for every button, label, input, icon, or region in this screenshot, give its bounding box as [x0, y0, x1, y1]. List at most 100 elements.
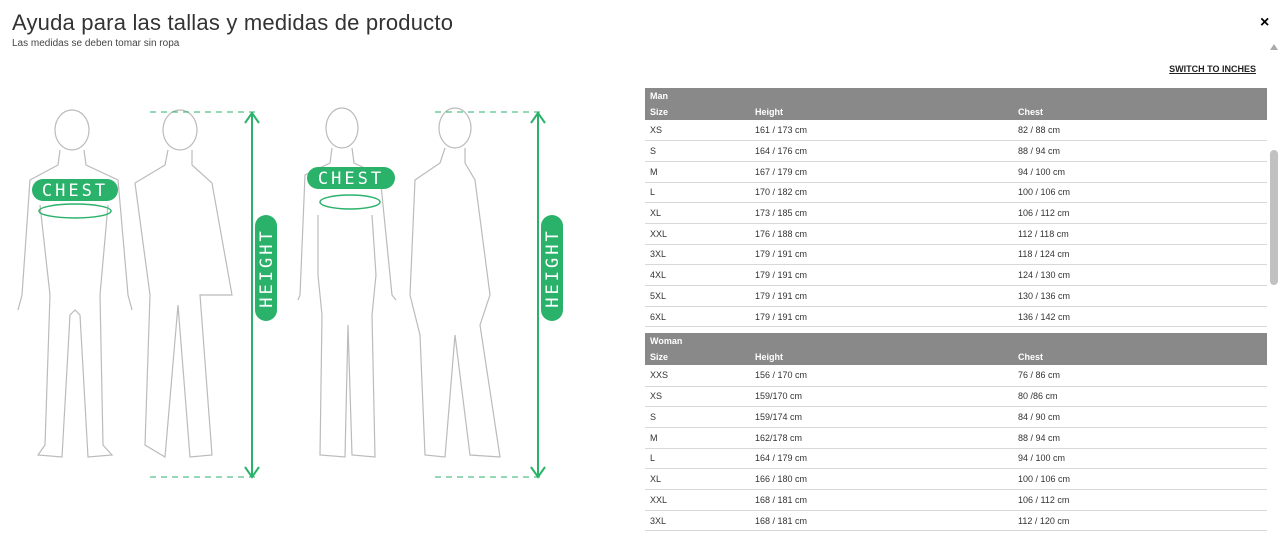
close-icon[interactable]: × — [1260, 14, 1270, 31]
height-cell: 161 / 173 cm — [750, 120, 1013, 142]
chest-cell: 136 / 142 cm — [1013, 306, 1267, 328]
height-label-woman: HEIGHT — [541, 215, 563, 321]
height-cell: 176 / 188 cm — [750, 223, 1013, 245]
size-cell: XL — [645, 202, 750, 224]
chest-label-woman: CHEST — [307, 167, 395, 189]
height-cell: 179 / 191 cm — [750, 244, 1013, 266]
height-cell: 173 / 185 cm — [750, 202, 1013, 224]
size-illustration: CHEST CHEST HEIGHT HEIGHT — [17, 107, 563, 479]
size-cell: 5XL — [645, 285, 750, 307]
chest-cell: 94 / 100 cm — [1013, 161, 1267, 183]
height-cell: 179 / 191 cm — [750, 285, 1013, 307]
chest-cell: 100 / 106 cm — [1013, 182, 1267, 204]
size-cell: 4XL — [645, 264, 750, 286]
height-cell: 164 / 176 cm — [750, 140, 1013, 162]
chest-cell: 88 / 94 cm — [1013, 140, 1267, 162]
column-header: Size — [645, 349, 750, 366]
chest-label-man: CHEST — [32, 179, 118, 201]
height-cell: 168 / 181 cm — [750, 510, 1013, 532]
column-header: Height — [750, 349, 1013, 366]
height-cell: 159/170 cm — [750, 386, 1013, 408]
chest-cell: 118 / 124 cm — [1013, 244, 1267, 266]
page-subtitle: Las medidas se deben tomar sin ropa — [12, 38, 180, 49]
chest-cell: 106 / 112 cm — [1013, 489, 1267, 511]
chest-cell: 106 / 112 cm — [1013, 202, 1267, 224]
size-cell: L — [645, 182, 750, 204]
size-cell: XXL — [645, 223, 750, 245]
height-cell: 179 / 191 cm — [750, 264, 1013, 286]
scroll-up-arrow-icon[interactable] — [1270, 44, 1278, 50]
height-cell: 167 / 179 cm — [750, 161, 1013, 183]
column-header: Height — [750, 104, 1013, 120]
scrollbar[interactable] — [1268, 40, 1280, 548]
page-title: Ayuda para las tallas y medidas de produ… — [12, 10, 454, 35]
group-header: Woman — [645, 333, 1267, 350]
height-cell: 162/178 cm — [750, 427, 1013, 449]
size-cell: 3XL — [645, 244, 750, 266]
size-cell: XS — [645, 386, 750, 408]
column-header: Chest — [1013, 349, 1267, 366]
height-cell: 170 / 182 cm — [750, 182, 1013, 204]
height-cell: 168 / 181 cm — [750, 489, 1013, 511]
group-header: Man — [645, 88, 1267, 104]
column-header: Size — [645, 104, 750, 120]
chest-cell: 112 / 120 cm — [1013, 510, 1267, 532]
height-label-man: HEIGHT — [255, 215, 277, 321]
chest-cell: 82 / 88 cm — [1013, 120, 1267, 142]
height-cell: 159/174 cm — [750, 406, 1013, 428]
svg-text:HEIGHT: HEIGHT — [257, 228, 277, 307]
size-cell: XXL — [645, 489, 750, 511]
svg-text:HEIGHT: HEIGHT — [543, 228, 563, 307]
height-cell: 179 / 191 cm — [750, 306, 1013, 328]
height-cell: 166 / 180 cm — [750, 468, 1013, 490]
chest-cell: 124 / 130 cm — [1013, 264, 1267, 286]
size-cell: XS — [645, 120, 750, 142]
size-cell: L — [645, 448, 750, 470]
switch-units-link[interactable]: SWITCH TO INCHES — [1169, 64, 1256, 74]
column-header: Chest — [1013, 104, 1267, 120]
size-cell: XL — [645, 468, 750, 490]
chest-cell: 112 / 118 cm — [1013, 223, 1267, 245]
chest-cell: 80 /86 cm — [1013, 386, 1267, 408]
man-figures — [17, 107, 501, 459]
size-cell: M — [645, 161, 750, 183]
chest-cell: 76 / 86 cm — [1013, 365, 1267, 387]
chest-cell: 88 / 94 cm — [1013, 427, 1267, 449]
size-cell: S — [645, 140, 750, 162]
size-cell: S — [645, 406, 750, 428]
size-cell: XXS — [645, 365, 750, 387]
svg-text:CHEST: CHEST — [318, 169, 384, 189]
scrollbar-thumb[interactable] — [1270, 150, 1278, 285]
size-cell: 3XL — [645, 510, 750, 532]
chest-cell: 94 / 100 cm — [1013, 448, 1267, 470]
chest-cell: 100 / 106 cm — [1013, 468, 1267, 490]
height-cell: 156 / 170 cm — [750, 365, 1013, 387]
size-cell: 6XL — [645, 306, 750, 328]
size-cell: M — [645, 427, 750, 449]
chest-cell: 130 / 136 cm — [1013, 285, 1267, 307]
measurement-guides — [38, 111, 546, 479]
height-cell: 164 / 179 cm — [750, 448, 1013, 470]
chest-cell: 84 / 90 cm — [1013, 406, 1267, 428]
